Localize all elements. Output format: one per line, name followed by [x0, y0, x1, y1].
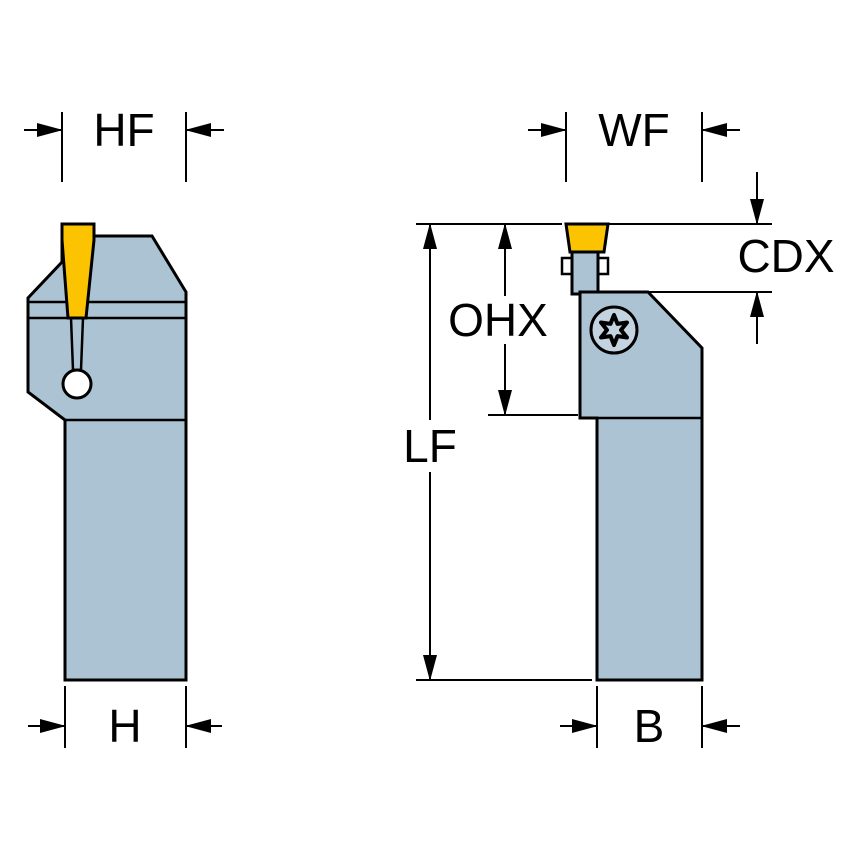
dim-hf: HF	[24, 104, 224, 182]
side-view-relief-hole	[61, 368, 93, 400]
dim-h: H	[28, 686, 222, 752]
cdx-label: CDX	[737, 230, 834, 282]
front-view-blade-neck	[570, 250, 600, 296]
side-view	[26, 222, 188, 682]
dim-wf: WF	[528, 104, 740, 182]
hf-label: HF	[93, 104, 154, 156]
ohx-label: OHX	[448, 294, 548, 346]
front-view-insert	[564, 222, 610, 254]
clamp-screw	[589, 305, 639, 355]
dim-b: B	[560, 686, 740, 752]
dim-lf: LF	[403, 223, 592, 681]
torx-screw-icon	[599, 313, 629, 347]
b-label: B	[634, 700, 665, 752]
side-view-insert	[60, 222, 96, 320]
wf-label: WF	[598, 104, 670, 156]
front-view-body	[578, 290, 704, 682]
lf-label: LF	[403, 420, 457, 472]
dim-ohx: OHX	[416, 223, 578, 416]
h-label: H	[108, 700, 141, 752]
dim-cdx: CDX	[608, 172, 835, 344]
front-view	[560, 222, 704, 682]
